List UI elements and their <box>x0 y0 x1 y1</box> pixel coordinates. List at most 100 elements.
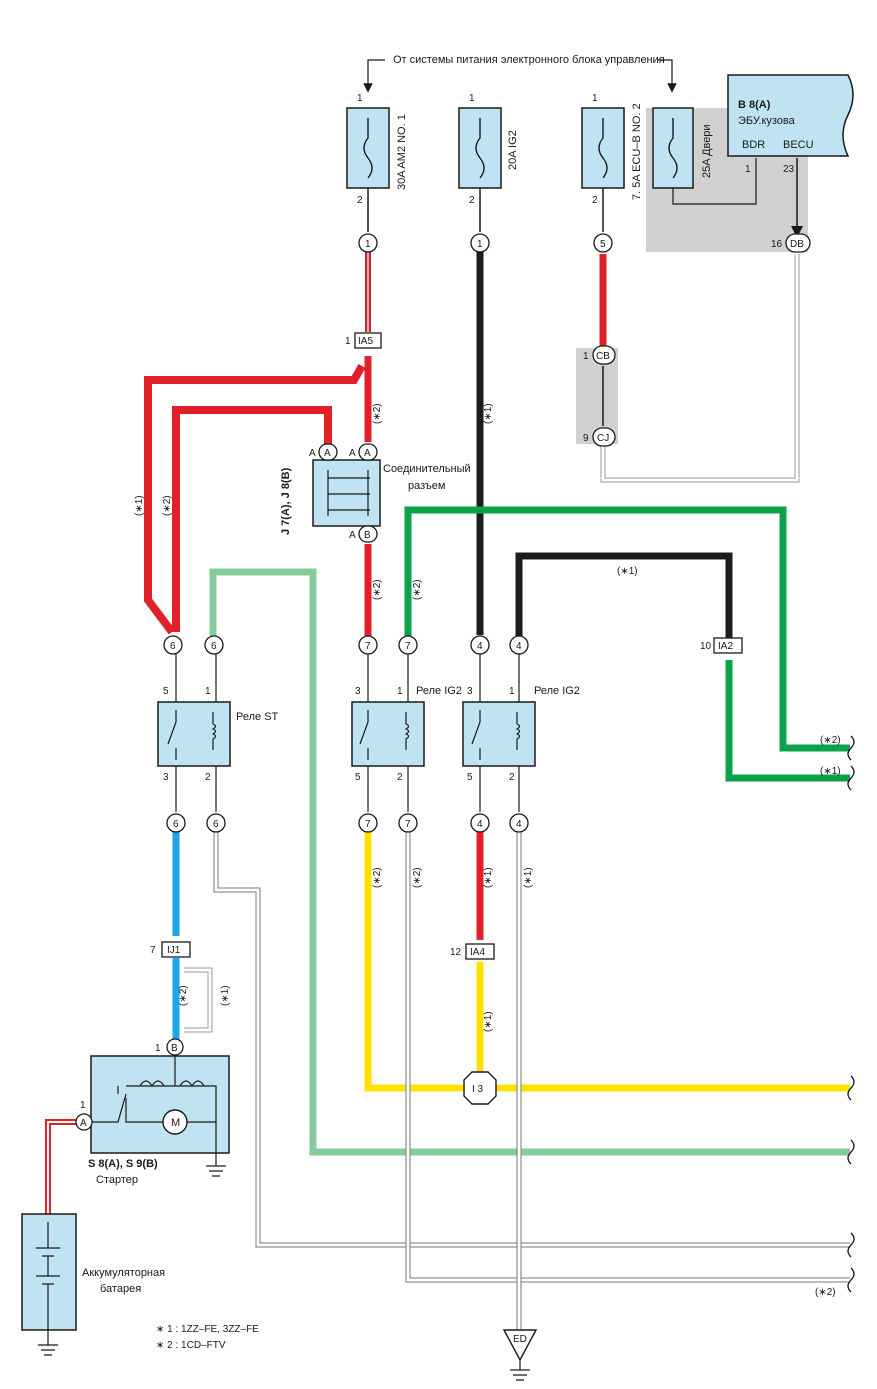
svg-text:CB: CB <box>596 351 610 362</box>
svg-text:2: 2 <box>592 195 598 206</box>
svg-text:(∗2): (∗2) <box>815 1287 836 1298</box>
svg-text:30A AM2 NO. 1: 30A AM2 NO. 1 <box>396 114 408 190</box>
svg-text:BDR: BDR <box>742 139 765 151</box>
svg-text:Реле IG2: Реле IG2 <box>534 685 580 697</box>
svg-text:(∗1): (∗1) <box>483 867 494 888</box>
junction-connector: A A B A A A J 7(A), J 8(B) Соединительны… <box>280 443 471 543</box>
svg-text:2: 2 <box>509 772 515 783</box>
svg-text:2: 2 <box>205 772 211 783</box>
svg-text:7. 5A ECU–B NO. 2: 7. 5A ECU–B NO. 2 <box>631 103 643 200</box>
svg-text:(∗2): (∗2) <box>372 579 383 600</box>
svg-text:(∗1): (∗1) <box>483 403 494 424</box>
svg-text:BECU: BECU <box>783 139 814 151</box>
svg-text:(∗2): (∗2) <box>412 867 423 888</box>
svg-text:ЭБУ.кузова: ЭБУ.кузова <box>738 115 796 127</box>
svg-text:1: 1 <box>365 239 371 250</box>
svg-text:IJ1: IJ1 <box>167 945 181 956</box>
relay-ig2-middle: 3 1 5 2 Реле IG2 <box>351 654 462 812</box>
connector-ia2: IA2 10 <box>700 637 743 654</box>
wire-break-marks <box>847 735 855 1293</box>
svg-text:Стартер: Стартер <box>96 1174 138 1186</box>
svg-text:батарея: батарея <box>100 1283 141 1295</box>
connector-ij1: IJ1 7 <box>150 941 191 958</box>
svg-text:∗ 1 : 1ZZ–FE, 3ZZ–FE: ∗ 1 : 1ZZ–FE, 3ZZ–FE <box>156 1324 259 1335</box>
fuse-doors: 25A Двери <box>652 107 757 205</box>
svg-text:1: 1 <box>477 239 483 250</box>
svg-text:4: 4 <box>477 641 483 652</box>
svg-text:A: A <box>349 448 356 459</box>
svg-text:∗ 2 : 1CD–FTV: ∗ 2 : 1CD–FTV <box>156 1340 226 1351</box>
connector-ecub-out: 5 <box>593 233 613 253</box>
svg-text:4: 4 <box>477 819 483 830</box>
svg-text:1: 1 <box>509 686 515 697</box>
svg-text:IA5: IA5 <box>358 336 373 347</box>
relay-st: 5 1 3 2 Реле ST <box>157 654 279 812</box>
svg-text:I 3: I 3 <box>472 1084 484 1095</box>
svg-text:(∗2): (∗2) <box>412 579 423 600</box>
svg-text:12: 12 <box>450 947 462 958</box>
connector-cj: CJ 9 <box>583 427 616 447</box>
svg-text:A: A <box>349 530 356 541</box>
svg-text:A: A <box>80 1118 87 1129</box>
svg-text:разъем: разъем <box>408 480 445 492</box>
svg-text:M: M <box>171 1117 180 1129</box>
svg-text:Реле ST: Реле ST <box>236 711 279 723</box>
fuse-ecub: 1 2 7. 5A ECU–B NO. 2 <box>581 93 643 206</box>
connector-ia4: IA4 12 <box>450 943 495 960</box>
fuse-am2: 1 2 30A AM2 NO. 1 <box>346 93 408 206</box>
svg-text:(∗2): (∗2) <box>372 403 383 424</box>
svg-text:B: B <box>171 1043 178 1054</box>
svg-text:1: 1 <box>469 93 475 104</box>
svg-text:(∗1): (∗1) <box>523 867 534 888</box>
fuse-ig2: 1 2 20A IG2 <box>458 93 519 206</box>
svg-text:J 7(A), J 8(B): J 7(A), J 8(B) <box>280 467 292 535</box>
svg-text:IA4: IA4 <box>470 947 485 958</box>
svg-text:5: 5 <box>467 772 473 783</box>
battery: Аккумуляторная батарея <box>21 1213 165 1356</box>
svg-text:(∗1): (∗1) <box>483 1011 494 1032</box>
svg-text:B: B <box>364 530 371 541</box>
svg-text:7: 7 <box>150 945 156 956</box>
svg-text:(∗2): (∗2) <box>372 867 383 888</box>
svg-text:1: 1 <box>592 93 598 104</box>
svg-text:(∗2): (∗2) <box>820 735 841 746</box>
svg-text:DB: DB <box>790 239 804 250</box>
legend: ∗ 1 : 1ZZ–FE, 3ZZ–FE ∗ 2 : 1CD–FTV <box>156 1324 259 1351</box>
svg-text:(∗1): (∗1) <box>134 495 145 516</box>
svg-text:Аккумуляторная: Аккумуляторная <box>82 1267 165 1279</box>
svg-text:3: 3 <box>163 772 169 783</box>
svg-text:5: 5 <box>355 772 361 783</box>
svg-text:(∗2): (∗2) <box>178 985 189 1006</box>
svg-text:1: 1 <box>155 1043 161 1054</box>
svg-text:Соединительный: Соединительный <box>383 463 471 475</box>
svg-text:A: A <box>364 448 371 459</box>
svg-text:1: 1 <box>745 164 751 175</box>
svg-text:(∗1): (∗1) <box>220 985 231 1006</box>
svg-text:3: 3 <box>355 686 361 697</box>
junction-i3: I 3 <box>463 1071 497 1105</box>
svg-text:1: 1 <box>397 686 403 697</box>
connector-cb: CB 1 <box>583 345 616 365</box>
svg-text:Реле IG2: Реле IG2 <box>416 685 462 697</box>
svg-text:2: 2 <box>357 195 363 206</box>
svg-text:5: 5 <box>163 686 169 697</box>
svg-text:IA2: IA2 <box>718 641 733 652</box>
connector-db: DB 16 <box>771 233 811 253</box>
svg-text:2: 2 <box>397 772 403 783</box>
svg-text:5: 5 <box>600 239 606 250</box>
svg-text:CJ: CJ <box>597 433 609 444</box>
svg-text:6: 6 <box>213 819 219 830</box>
svg-text:A: A <box>309 448 316 459</box>
svg-text:23: 23 <box>783 164 795 175</box>
svg-text:6: 6 <box>170 641 176 652</box>
svg-text:10: 10 <box>700 641 712 652</box>
relay-bottom-connectors: 6 6 7 7 4 4 <box>166 813 529 833</box>
svg-text:2: 2 <box>469 195 475 206</box>
svg-text:(∗1): (∗1) <box>617 566 638 577</box>
connector-ia5: IA5 1 <box>345 332 382 349</box>
relay-ig2-right: 3 1 5 2 Реле IG2 <box>462 654 580 812</box>
power-source-label: От системы питания электронного блока уп… <box>393 54 665 66</box>
svg-text:3: 3 <box>467 686 473 697</box>
svg-text:1: 1 <box>205 686 211 697</box>
